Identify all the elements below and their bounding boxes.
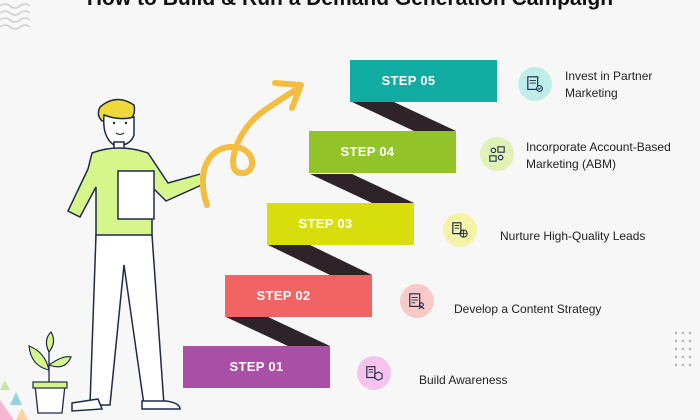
step-desc-3: Nurture High-Quality Leads [500,229,646,243]
step-desc-2: Develop a Content Strategy [454,302,602,316]
plant-illustration [28,331,72,414]
stair-shadow-1 [226,317,330,346]
step-desc-4: Incorporate Account-Based Marketing (ABM… [526,139,671,173]
stair-shadow-4 [352,102,456,131]
triangle-decoration [0,380,28,420]
step-label-4: STEP 04 [340,144,395,159]
step-label-3: STEP 03 [298,216,353,231]
stair-shadow-2 [268,245,372,275]
step-desc-5-line2: Marketing [565,86,618,100]
partner-icon [518,67,552,101]
dots-decoration [674,331,692,367]
step-desc-4-line1: Incorporate Account-Based [526,140,671,154]
step-bar-1 [183,346,330,388]
step-label-5: STEP 05 [381,73,436,88]
step-bar-3 [267,203,414,245]
content-strategy-icon [400,284,434,318]
step-desc-1: Build Awareness [419,373,508,387]
wave-decoration [0,3,31,30]
curved-arrow-icon [199,80,304,208]
step-desc-5: Invest in Partner Marketing [565,68,652,102]
awareness-icon [357,356,391,390]
page-title: How to Build & Run a Demand Generation C… [0,0,700,11]
step-desc-5-line1: Invest in Partner [565,69,653,83]
step-bar-4 [309,131,456,173]
stair-shadow-3 [310,174,414,203]
step-label-1: STEP 01 [229,359,284,374]
person-illustration [67,98,200,412]
step-label-2: STEP 02 [256,288,311,303]
abm-icon [480,137,514,171]
step-bar-2 [225,275,372,317]
leads-globe-icon [443,213,477,247]
step-bar-5 [350,60,497,102]
step-desc-4-line2: Marketing (ABM) [526,157,617,171]
